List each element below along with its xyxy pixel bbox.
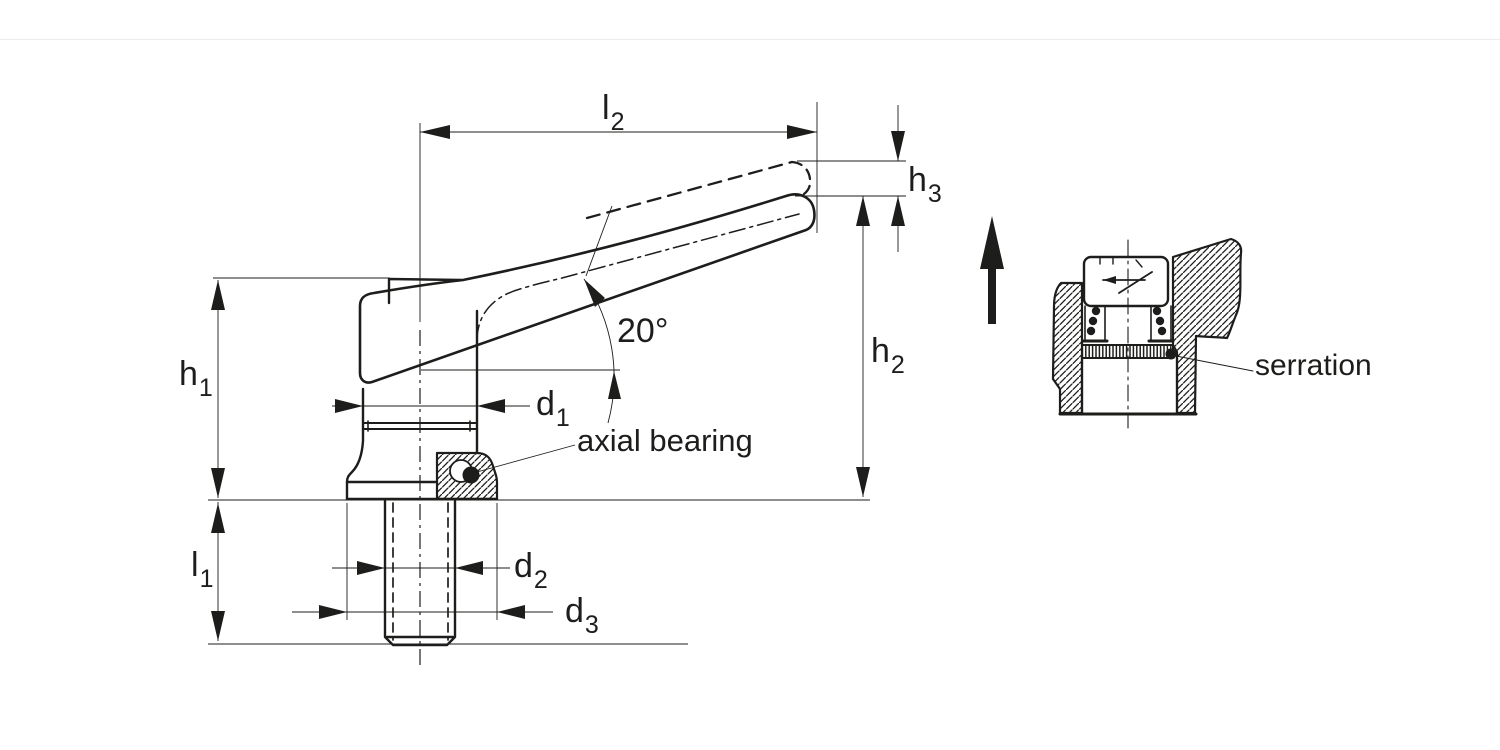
dimension-lines: [208, 102, 906, 668]
angle-arc-arrow-bottom: [608, 371, 621, 399]
detail-spring-pocket-walls: [1084, 305, 1172, 342]
d1-arrow-left: [335, 399, 363, 413]
dimension-arrowheads: [211, 125, 905, 641]
label-l1: l1: [191, 546, 214, 593]
d3-arrow-left: [319, 605, 347, 619]
lever-raised-position-dashed: [585, 160, 794, 220]
detail-spring-coils: [1086, 306, 1167, 336]
l2-arrow-left: [420, 125, 450, 139]
detail-cap-mold-ticks: [1099, 257, 1143, 268]
label-axial-bearing: axial bearing: [577, 423, 753, 458]
serration-leader: [1175, 355, 1254, 372]
label-h1: h1: [179, 355, 213, 402]
axial-bearing-leader: [465, 444, 576, 476]
d2-arrow-right: [455, 561, 483, 575]
h1-arrow-bottom: [211, 468, 225, 498]
lift-direction-arrow: [980, 216, 1004, 324]
l1-arrow-top: [211, 503, 225, 533]
lever-raised-tip-dashed: [790, 160, 812, 196]
lever-handle-outline: [358, 193, 816, 384]
d2-arrow-left: [357, 561, 385, 575]
hub-left-edge: [345, 387, 365, 501]
serration-interface-ticks: [367, 420, 471, 432]
main-view-clamping-lever: [345, 160, 816, 647]
label-d1: d1: [536, 385, 570, 432]
hub-boss-step: [387, 277, 464, 305]
label-d2: d2: [514, 547, 548, 594]
l2-dimension: [419, 102, 818, 322]
angle-extension-to-dashed-lever: [585, 205, 613, 277]
l1-arrow-bottom: [211, 611, 225, 641]
h2-arrow-top: [856, 196, 870, 226]
detail-right-wall-and-fixed-part: [1171, 237, 1243, 415]
detail-serration-marker-dot: [1165, 348, 1177, 360]
label-serration: serration: [1255, 349, 1372, 382]
bearing-ball-dark-half: [462, 466, 480, 484]
thread-minor-dashed-lines: [392, 502, 449, 641]
angle-arc-arrow-top: [584, 279, 605, 307]
lever-centerline: [476, 213, 800, 342]
h3-arrow-bottom: [891, 196, 905, 226]
detail-view-serration-section: [1051, 237, 1254, 429]
l2-arrow-right: [787, 125, 817, 139]
h3-dimension: [795, 105, 906, 252]
h1-arrow-top: [211, 280, 225, 310]
label-angle-20deg: 20°: [617, 312, 669, 350]
d1-arrow-right: [477, 399, 505, 413]
label-h3: h3: [908, 161, 942, 208]
page-divider-line: [0, 39, 1500, 40]
detail-cap-turn-arrowhead: [1103, 276, 1116, 284]
h3-arrow-top: [891, 131, 905, 161]
label-l2: l2: [602, 89, 625, 136]
stud-outline: [383, 499, 457, 647]
label-d3: d3: [565, 592, 599, 639]
h2-arrow-bottom: [856, 467, 870, 497]
detail-left-wall: [1051, 281, 1084, 415]
label-h2: h2: [871, 332, 905, 379]
d3-arrow-right: [497, 605, 525, 619]
detail-push-cap: [1082, 255, 1170, 308]
detail-lower-block: [1080, 356, 1179, 415]
